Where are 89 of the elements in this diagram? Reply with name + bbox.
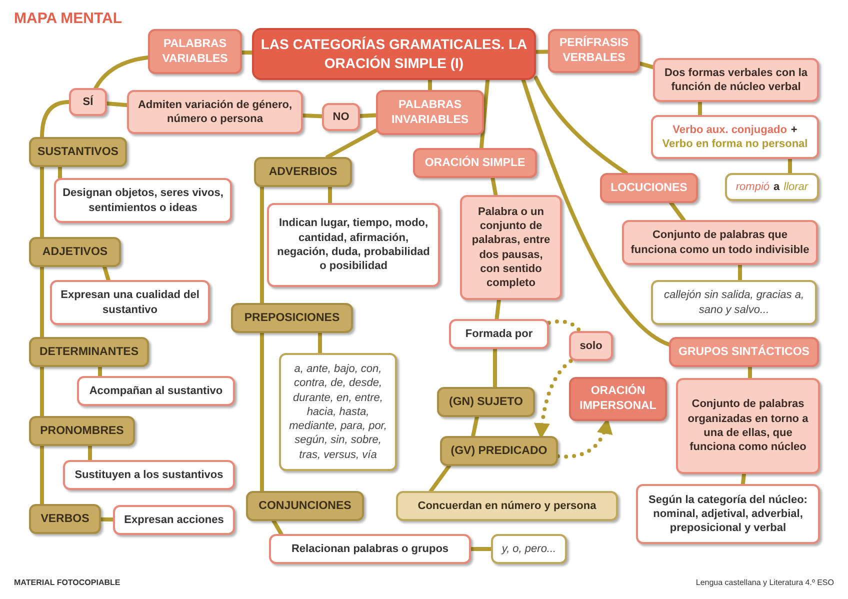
category-box: DETERMINANTES <box>29 337 149 367</box>
box-text: llorar <box>784 180 808 194</box>
description-box: Formada por <box>449 319 549 349</box>
concept-box: Conjunto de palabras que funciona como un todo indivisible <box>622 220 818 265</box>
connector-line <box>105 102 129 108</box>
connector-line <box>326 128 378 159</box>
category-box: VERBOS <box>29 504 101 534</box>
description-box: Designan objetos, seres vivos, sentimientos o ideas <box>54 178 232 223</box>
connector-line <box>40 444 44 506</box>
description-box: Indican lugar, tiempo, modo, cantidad, afirmación, negación, duda, probabilidad o posibilidad <box>267 203 440 287</box>
concept-box: solo <box>569 331 613 361</box>
category-box: (GV) PREDICADO <box>440 436 558 466</box>
connector-line <box>534 76 628 175</box>
heading: MAPA MENTAL <box>14 10 122 27</box>
connector-line <box>240 50 254 55</box>
connector-line <box>40 365 44 418</box>
box-text: Verbo en forma no personal <box>662 137 808 152</box>
description-box: Expresan una cualidad del sustantivo <box>50 280 210 325</box>
example-box: a, ante, bajo, con, contra, de, desde, durante, en, entre, hacia, hasta, mediante, para, por, según, sin, sobre, tras, versus, vía <box>279 353 397 471</box>
description-box: Concuerdan en número y persona <box>396 491 618 521</box>
concept-box: ORACIÓN IMPERSONAL <box>569 377 667 421</box>
concept-box: Conjunto de palabras organizadas en torno a una de ellas, que funciona como núcleo <box>676 378 820 474</box>
box-text: a <box>774 180 780 194</box>
description-box: Según la categoría del núcleo: nominal, adjetival, adverbial, preposicional y verbal <box>636 484 820 544</box>
connector-line <box>740 472 746 486</box>
connector-line <box>534 50 550 54</box>
connector-line <box>40 100 71 139</box>
box-text: + <box>790 122 798 137</box>
connector-line <box>301 114 324 118</box>
description-box: Acompañan al sustantivo <box>77 376 235 406</box>
connector-line <box>358 113 378 118</box>
concept-box: NO <box>322 103 360 131</box>
connector-line <box>469 547 493 551</box>
title-box: LAS CATEGORÍAS GRAMATICALES. LA ORACIÓN SIMPLE (I) <box>252 28 536 80</box>
connector-line <box>638 62 655 70</box>
connector-line <box>102 265 110 282</box>
connector-line <box>58 165 62 180</box>
connector-line <box>521 78 671 347</box>
connector-line <box>490 176 498 197</box>
connector-line <box>260 185 264 305</box>
category-box: (GN) SUJETO <box>437 387 535 417</box>
topic-box: PALABRAS VARIABLES <box>148 29 242 74</box>
connector-line <box>669 201 686 222</box>
description-box: Expresan acciones <box>113 505 235 535</box>
connector-line <box>328 185 332 205</box>
description-box: Sustituyen a los sustantivos <box>63 460 235 490</box>
connector-line <box>698 100 702 117</box>
footer-note: Lengua castellana y Literatura 4.º ESO <box>696 578 834 587</box>
connector-line <box>40 265 44 339</box>
category-box: ADVERBIOS <box>254 157 352 187</box>
category-box: PREPOSICIONES <box>231 303 353 333</box>
connector-line <box>494 298 501 321</box>
connector-line <box>40 165 44 239</box>
connector-line <box>318 331 322 355</box>
connector-line <box>88 444 92 462</box>
topic-box: PALABRAS INVARIABLES <box>376 90 484 135</box>
concept-box: Palabra o un conjunto de palabras, entre dos pausas, con sentido completo <box>460 195 562 300</box>
category-box: PRONOMBRES <box>29 416 135 446</box>
connector-line <box>428 464 452 493</box>
connector-line <box>748 365 752 380</box>
connector-line <box>428 78 432 92</box>
topic-box: GRUPOS SINTÁCTICOS <box>669 337 819 367</box>
connector-line <box>738 263 742 282</box>
category-box: SUSTANTIVOS <box>29 137 127 167</box>
concept-box: Dos formas verbales con la función de núcleo verbal <box>653 58 819 102</box>
box-text: rompió <box>736 180 770 194</box>
connector-line <box>94 56 150 90</box>
example-box: callejón sin salida, gracias a, sano y salvo... <box>651 280 817 325</box>
topic-box: ORACIÓN SIMPLE <box>413 148 537 178</box>
concept-box: SÍ <box>69 88 107 116</box>
example-box: y, o, pero... <box>491 534 567 564</box>
connector-line <box>493 347 497 389</box>
connector-line <box>260 331 264 493</box>
category-box: ADJETIVOS <box>29 237 121 267</box>
connector-line <box>272 519 284 536</box>
topic-box: PERÍFRASIS VERBALES <box>548 29 640 73</box>
concept-box: Admiten variación de género, número o persona <box>127 90 303 134</box>
category-box: CONJUNCIONES <box>246 491 364 521</box>
connector-line <box>99 517 115 522</box>
footer-note: MATERIAL FOTOCOPIABLE <box>14 578 120 587</box>
example-box <box>725 173 819 201</box>
connector-line <box>471 415 479 438</box>
connector-line <box>788 157 792 175</box>
box-text: Verbo aux. conjugado <box>672 122 787 137</box>
description-box <box>651 115 819 159</box>
topic-box: LOCUCIONES <box>600 173 698 203</box>
connector-line <box>479 78 490 150</box>
connector-line <box>98 365 102 378</box>
description-box: Relacionan palabras o grupos <box>269 534 471 564</box>
